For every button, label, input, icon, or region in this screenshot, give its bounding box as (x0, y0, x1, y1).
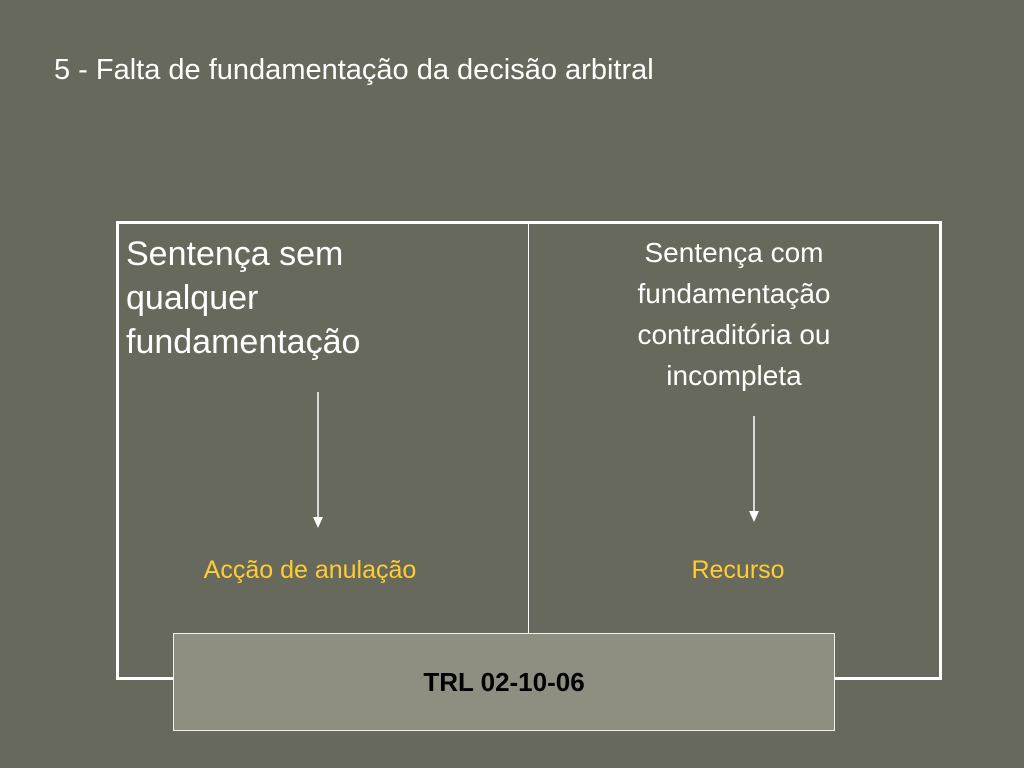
column-divider (528, 222, 529, 637)
right-outcome-label: Recurso (691, 556, 785, 584)
left-outcome-label: Acção de anulação (203, 556, 417, 584)
left-heading-line-3: fundamentação (126, 323, 361, 361)
reference-box: TRL 02-10-06 (173, 633, 835, 731)
right-column-heading: Sentença com fundamentação contraditória… (546, 232, 922, 396)
left-down-arrow (313, 392, 323, 528)
right-down-arrow (749, 416, 759, 522)
left-heading-line-2: qualquer (126, 279, 259, 317)
right-heading-line-1: Sentença com (644, 237, 824, 268)
left-column-heading: Sentença sem qualquer fundamentação (126, 232, 516, 364)
right-heading-line-2: fundamentação (637, 278, 831, 309)
left-heading-line-1: Sentença sem (126, 235, 344, 273)
slide-title: 5 - Falta de fundamentação da decisão ar… (54, 54, 654, 86)
right-heading-line-4: incompleta (666, 360, 802, 391)
reference-label: TRL 02-10-06 (423, 667, 585, 697)
right-heading-line-3: contraditória ou (637, 319, 831, 350)
